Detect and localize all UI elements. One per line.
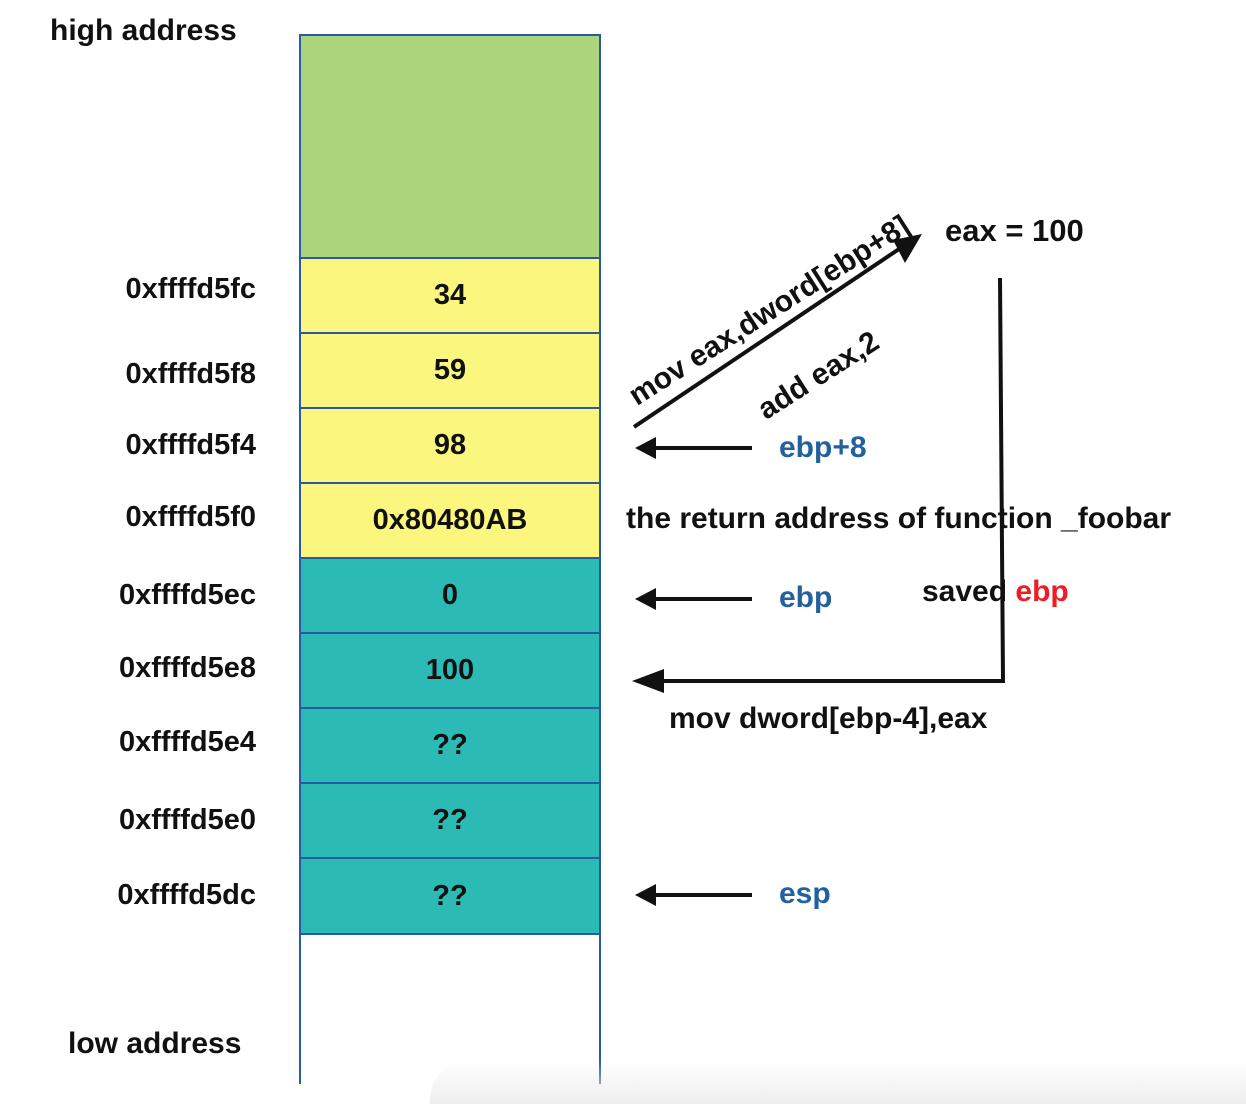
saved-ebp-register: ebp [1015,575,1069,608]
address-label: 0xffffd5e8 [119,652,256,684]
stack-cell: 34 [299,257,601,334]
stack-cell-value: 98 [433,429,467,461]
mov-store-instruction: mov dword[ebp-4],eax [669,702,988,735]
saved-ebp-prefix: saved [922,575,1008,608]
store-arrow [660,277,1006,683]
return-address-note: the return address of function _foobar [626,502,1172,535]
stack-cell-value: 0x80480AB [372,504,528,536]
address-label: 0xffffd5ec [119,579,256,611]
eax-value-label: eax = 100 [945,213,1084,248]
stack-cell-value: 100 [425,654,475,686]
load-arrowhead [893,234,922,263]
load-arrow [632,243,907,429]
address-label: 0xffffd5dc [117,879,256,911]
address-label: 0xffffd5e4 [119,726,256,758]
stack-cell-value: ?? [432,729,468,761]
address-label: 0xffffd5e0 [119,804,256,836]
stack-column: 34 59 98 0x80480AB 0 100 ?? ?? ?? [299,34,601,1084]
ebp-plus-8-label: ebp+8 [779,431,867,464]
ebp-label: ebp [779,581,833,614]
stack-cell-value: 34 [433,279,467,311]
bottom-shadow [430,1060,1246,1104]
stack-cell: 59 [299,332,601,409]
stack-cell-value: ?? [432,804,468,836]
saved-ebp-note: saved ebp [922,577,1069,607]
esp-label: esp [779,877,831,910]
stack-cell: ?? [299,707,601,784]
address-label: 0xffffd5fc [125,273,256,305]
address-label: 0xffffd5f8 [125,358,256,390]
address-label: 0xffffd5f4 [125,429,256,461]
ebp-arrowhead [635,588,656,610]
high-address-label: high address [50,14,237,47]
store-arrowhead [632,669,664,693]
unused-stack-region [299,34,601,259]
address-label: 0xffffd5f0 [125,501,256,533]
stack-cell: ?? [299,857,601,935]
ebp-plus-8-arrowhead [635,437,656,459]
low-address-label: low address [68,1027,242,1060]
stack-cell-value: ?? [432,879,468,912]
stack-cell-value: 0 [441,579,459,611]
stack-cell-value: 59 [433,354,467,386]
esp-arrowhead [635,884,656,906]
